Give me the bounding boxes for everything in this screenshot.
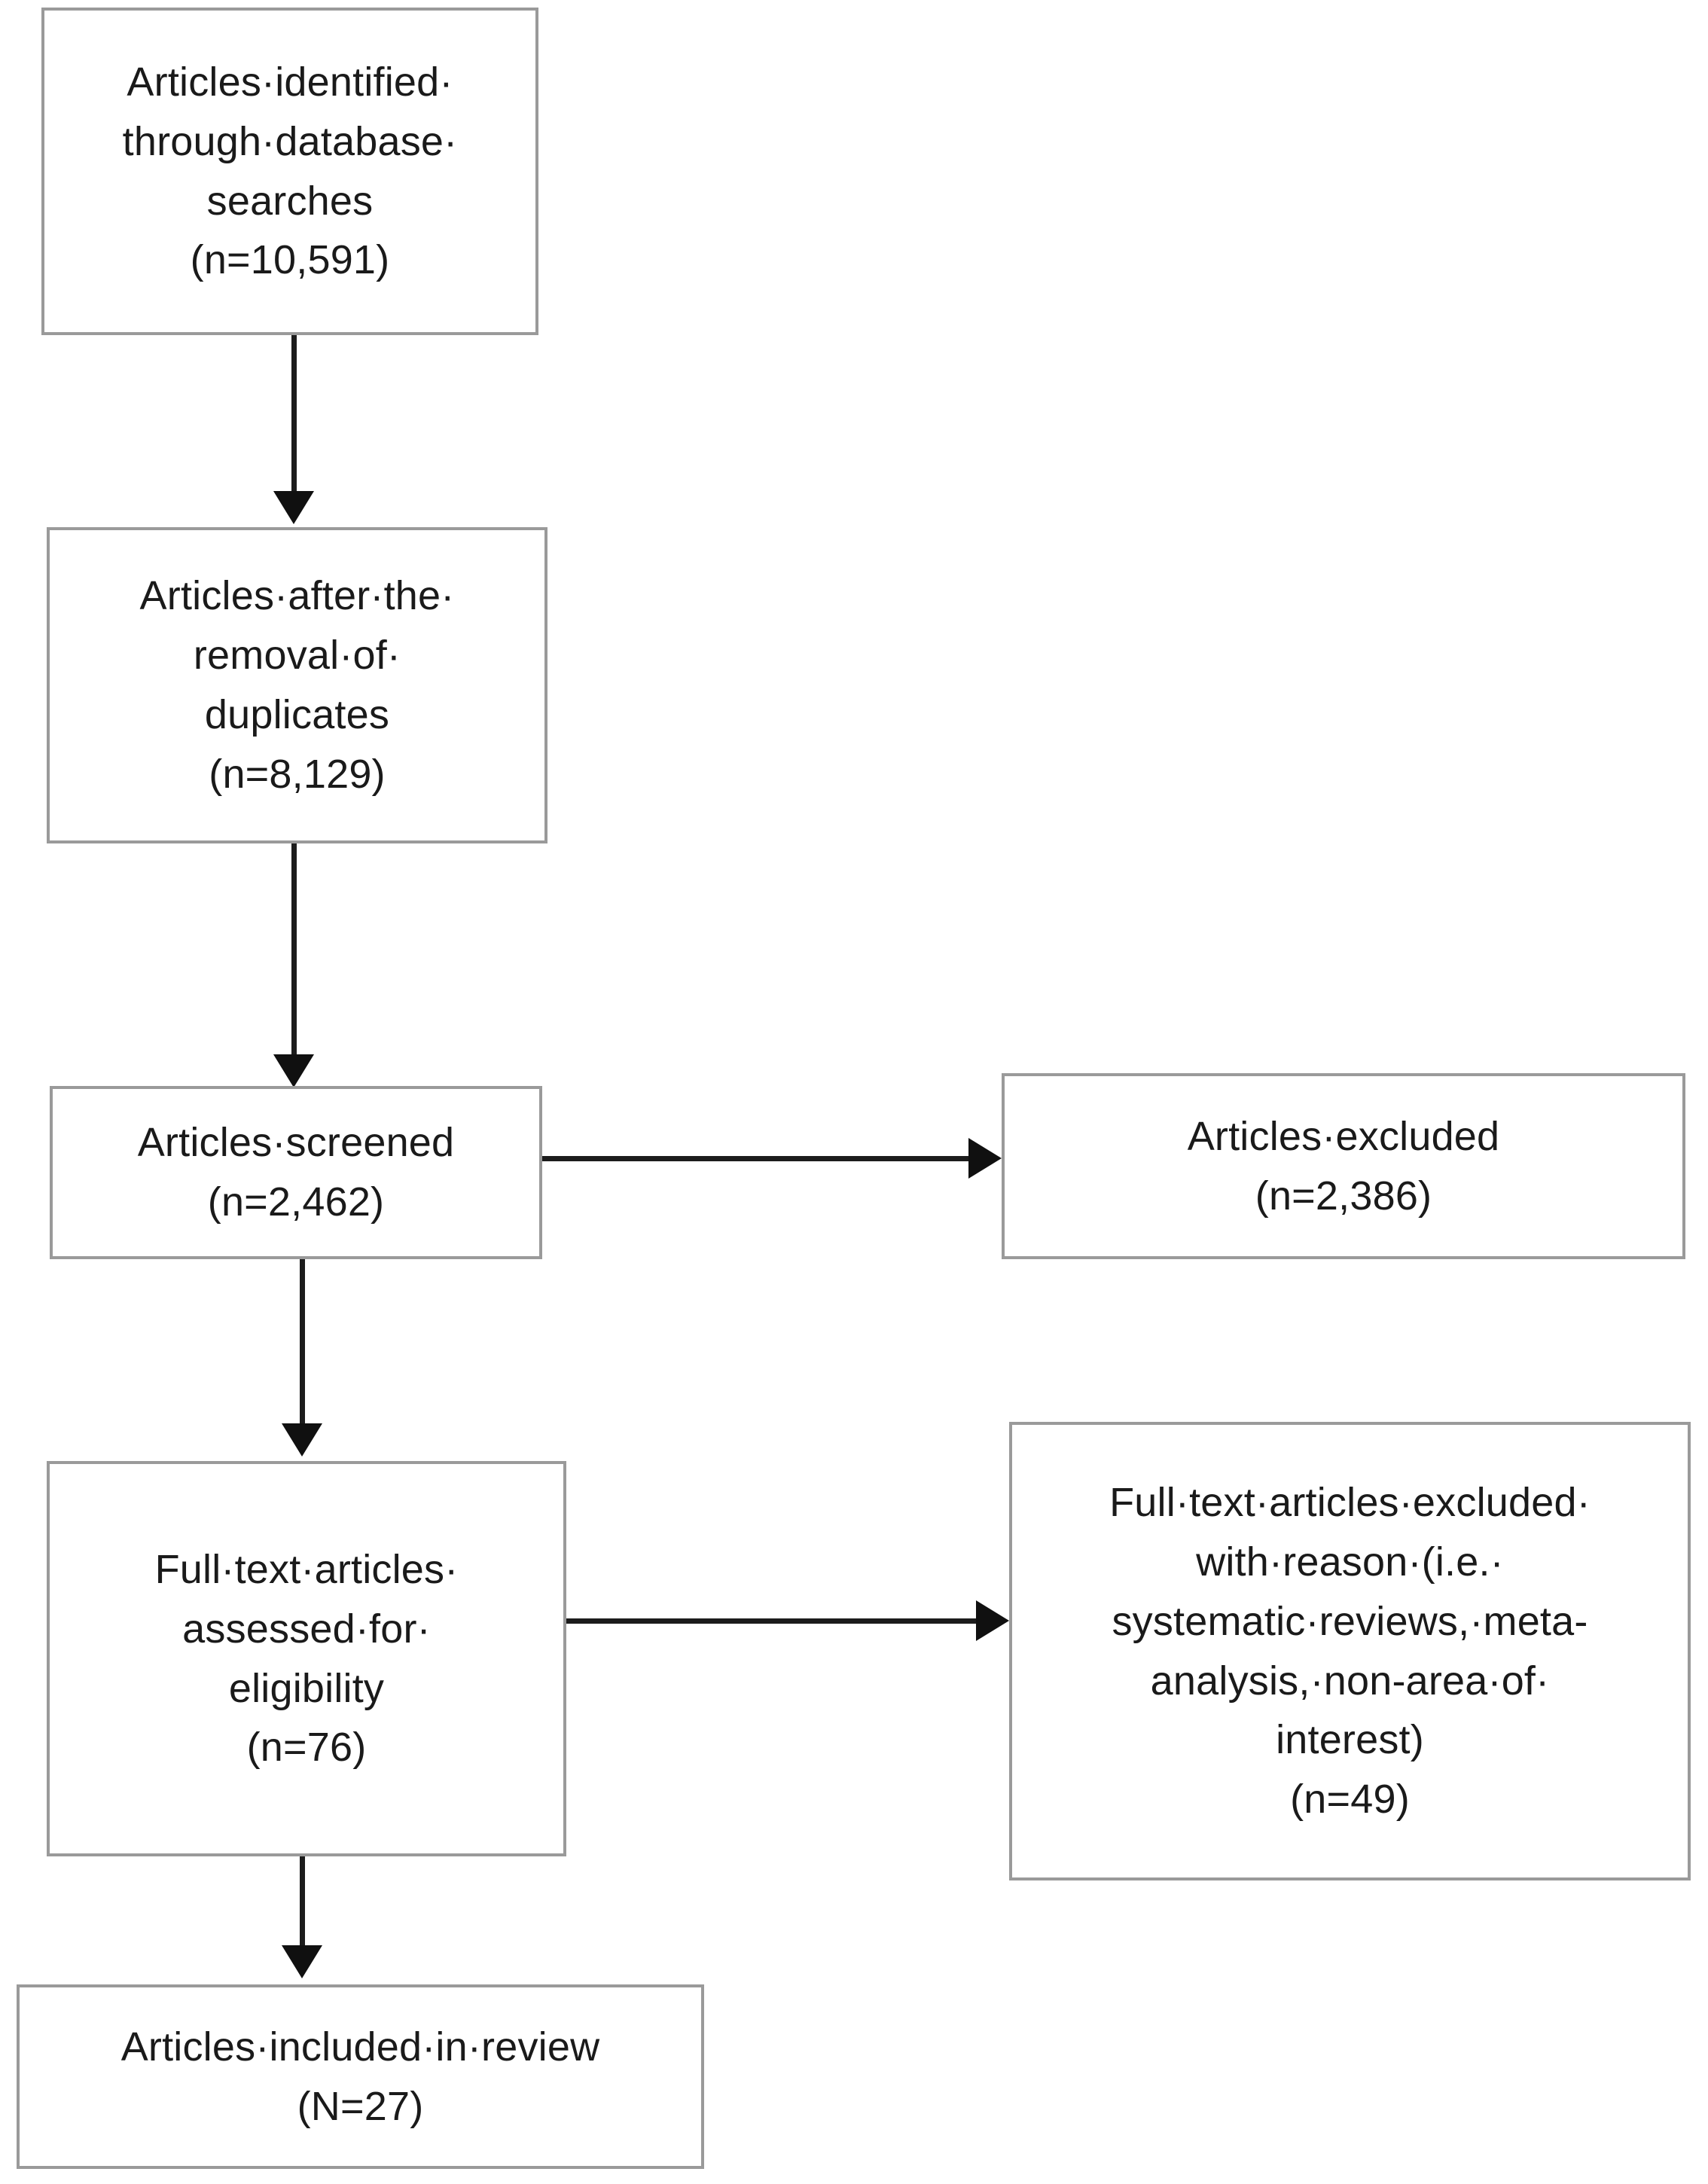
node-line: Full·text·articles·excluded· <box>1109 1480 1591 1526</box>
node-line: Articles·excluded <box>1187 1113 1500 1159</box>
node-count-label: (N=27) <box>297 2083 424 2129</box>
node-line: Articles·screened <box>137 1120 455 1166</box>
node-line: Articles·after·the· <box>139 573 455 619</box>
node-line: duplicates <box>204 692 390 737</box>
articles-screened-box: Articles·screened (n=2,462) <box>50 1086 542 1259</box>
node-count-label: (n=76) <box>246 1725 367 1771</box>
edge-screened-to-fulltext-line <box>300 1259 305 1429</box>
node-count-label: (n=2,462) <box>207 1179 385 1225</box>
edge-fulltext-to-excluded-arrowhead <box>976 1600 1009 1641</box>
edge-duplicates-to-screened-arrowhead <box>273 1054 314 1087</box>
node-line: systematic·reviews,·meta- <box>1112 1598 1588 1644</box>
edge-identified-to-duplicates-arrowhead <box>273 491 314 524</box>
node-line: Articles·included·in·review <box>120 2024 600 2070</box>
node-count-label: (n=10,591) <box>190 237 390 283</box>
node-count-label: (n=2,386) <box>1255 1173 1432 1219</box>
node-line: analysis,·non-area·of· <box>1150 1658 1550 1704</box>
edge-identified-to-duplicates-line <box>291 335 297 497</box>
full-text-assessed-box: Full·text·articles· assessed·for· eligib… <box>47 1461 566 1856</box>
node-line: through·database· <box>122 118 458 164</box>
full-text-excluded-box: Full·text·articles·excluded· with·reason… <box>1009 1422 1691 1880</box>
node-line: Articles·identified· <box>127 59 453 105</box>
node-count-label: (n=49) <box>1290 1777 1410 1823</box>
node-line: with·reason·(i.e.· <box>1196 1539 1504 1585</box>
edge-screened-to-excluded-line <box>542 1156 971 1161</box>
edge-fulltext-to-excluded-line <box>566 1618 979 1624</box>
edge-fulltext-to-included-line <box>300 1856 305 1951</box>
articles-after-duplicates-box: Articles·after·the· removal·of· duplicat… <box>47 527 547 843</box>
edge-screened-to-excluded-arrowhead <box>968 1138 1002 1179</box>
edge-fulltext-to-included-arrowhead <box>282 1945 322 1978</box>
articles-excluded-box: Articles·excluded (n=2,386) <box>1002 1073 1685 1259</box>
edge-screened-to-fulltext-arrowhead <box>282 1423 322 1457</box>
edge-duplicates-to-screened-line <box>291 843 297 1062</box>
node-count-label: (n=8,129) <box>209 751 386 797</box>
node-line: assessed·for· <box>182 1606 431 1652</box>
node-line: eligibility <box>228 1665 385 1711</box>
node-line: Full·text·articles· <box>154 1546 459 1592</box>
articles-included-box: Articles·included·in·review (N=27) <box>17 1984 704 2169</box>
node-line: removal·of· <box>193 633 401 679</box>
node-line: searches <box>206 178 374 224</box>
articles-identified-box: Articles·identified· through·database· s… <box>41 8 538 335</box>
node-line: interest) <box>1276 1717 1424 1763</box>
